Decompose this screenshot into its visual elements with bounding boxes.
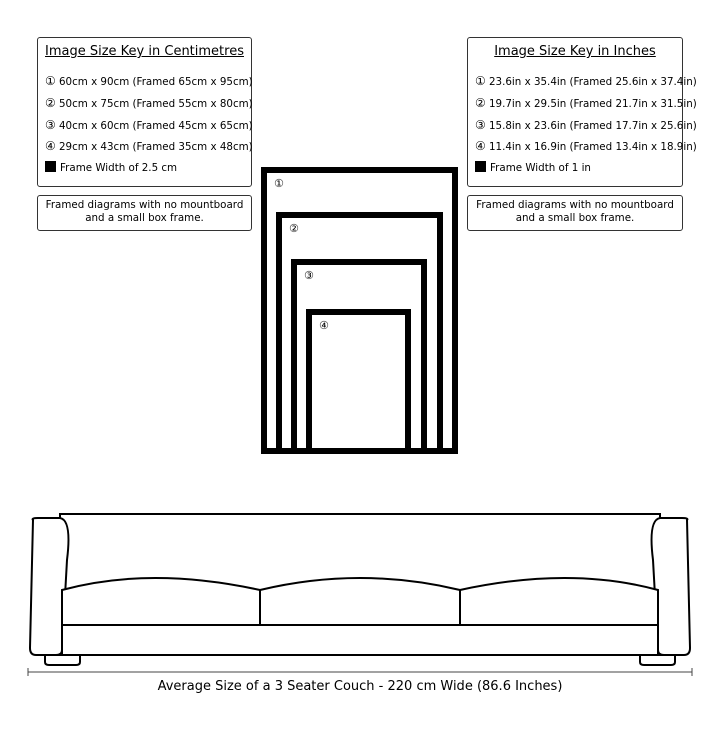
frame-label-4: ④ [319, 319, 329, 332]
couch-icon [28, 513, 692, 666]
couch-caption: Average Size of a 3 Seater Couch - 220 c… [157, 679, 563, 694]
in-key-title: Image Size Key in Inches [494, 44, 656, 59]
frame-4 [306, 309, 411, 454]
couch-width-dimension-line [27, 668, 693, 676]
frame-label-1: ① [274, 177, 284, 190]
cm-note-line-1: Framed diagrams with no mountboard [45, 199, 244, 211]
cm-note-line-2: and a small box frame. [85, 212, 204, 224]
cm-key-title: Image Size Key in Centimetres [45, 44, 244, 59]
frame-2 [276, 212, 443, 454]
couch-cushion-left [61, 577, 261, 626]
in-note-box: Framed diagrams with no mountboard and a… [467, 195, 683, 231]
cm-frame-width-row: Frame Width of 2.5 cm [45, 161, 177, 174]
frame-width-swatch-icon [45, 161, 56, 172]
frame-3 [291, 259, 427, 454]
frame-label-3: ③ [304, 269, 314, 282]
couch-cushion-middle [259, 577, 461, 626]
couch-foot-left [44, 654, 81, 666]
in-frame-width-row: Frame Width of 1 in [475, 161, 591, 174]
couch-seat-base [61, 624, 659, 656]
cm-note-box: Framed diagrams with no mountboard and a… [37, 195, 252, 231]
frame-width-swatch-icon [475, 161, 486, 172]
couch-foot-right [639, 654, 676, 666]
in-note-line-2: and a small box frame. [515, 212, 635, 224]
frame-label-2: ② [289, 222, 299, 235]
couch-cushion-right [459, 577, 659, 626]
in-note-line-1: Framed diagrams with no mountboard [476, 199, 674, 211]
